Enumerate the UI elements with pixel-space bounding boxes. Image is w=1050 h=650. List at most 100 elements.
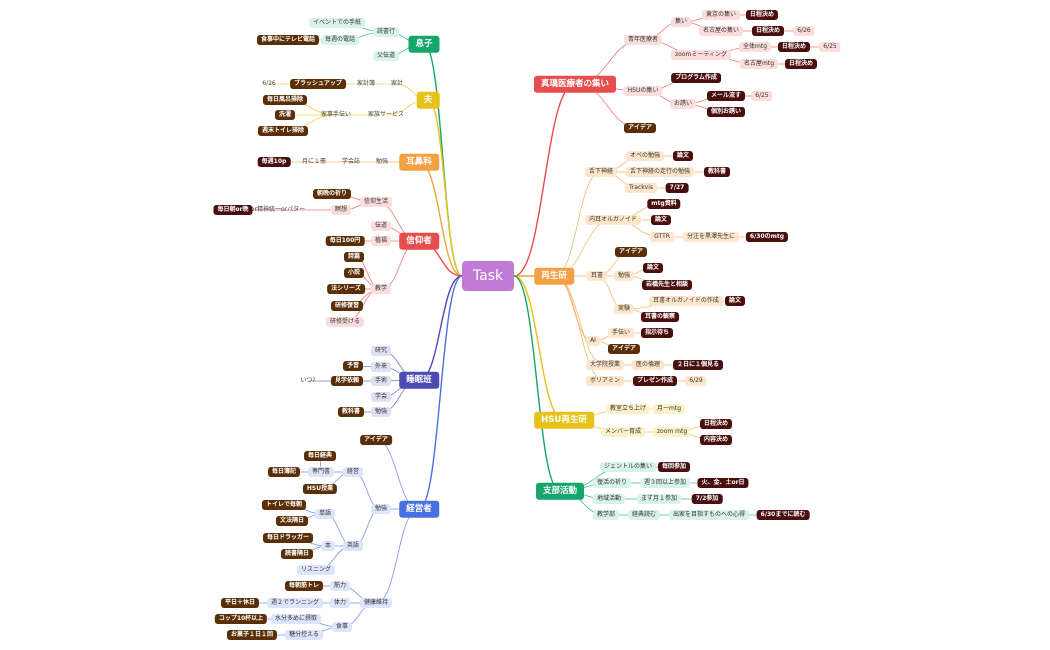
subtopic-e_senmon[interactable]: 専門書 <box>307 467 335 477</box>
subtopic-h_member[interactable]: メンバー育成 <box>600 427 646 437</box>
subtopic-k_yoyaku[interactable]: 予習 <box>342 361 364 371</box>
subtopic-b_shu3[interactable]: 週３回以上参加 <box>639 478 691 488</box>
subtopic-h_nittei[interactable]: 日程決め <box>699 419 733 429</box>
subtopic-a_629[interactable]: 6/29 <box>685 376 707 386</box>
subtopic-o_kaji[interactable]: 家事手伝い <box>320 111 352 118</box>
subtopic-a_ai[interactable]: AI <box>586 336 600 346</box>
subtopic-e_benkyo[interactable]: 勉強 <box>370 504 392 514</box>
subtopic-r_mail[interactable]: メール流す <box>706 91 746 101</box>
subtopic-a_bori[interactable]: ボリアミン <box>585 376 625 386</box>
main-topic-saiseiken[interactable]: 再生研 <box>534 267 574 285</box>
subtopic-j_mai[interactable]: 毎週10p <box>257 157 291 167</box>
subtopic-a_jisho[interactable]: 耳書 <box>586 271 608 281</box>
subtopic-m_chichi[interactable]: 父伝道 <box>372 51 400 61</box>
subtopic-o_furo[interactable]: 毎日風呂掃除 <box>262 95 308 105</box>
subtopic-s_meiso[interactable]: 瞑想 <box>330 205 352 215</box>
subtopic-s_inori[interactable]: 朝晩の祈り <box>312 189 352 199</box>
subtopic-r_625[interactable]: 6/25 <box>819 42 841 52</box>
subtopic-r_sasoi[interactable]: お誘い <box>669 99 697 109</box>
subtopic-e_kinryoku[interactable]: 筋力 <box>329 581 351 591</box>
subtopic-e_maiban[interactable]: 毎日経典 <box>303 451 337 461</box>
subtopic-e_dokusho[interactable]: 読書隔日 <box>280 549 314 559</box>
subtopic-r_nittei4[interactable]: 日程決め <box>784 59 818 69</box>
subtopic-b_fukkatsu[interactable]: 復活の祈り <box>592 478 632 488</box>
main-topic-hsu[interactable]: HSU再生研 <box>534 411 594 429</box>
subtopic-h_naiyo[interactable]: 内容決め <box>699 435 733 445</box>
subtopic-j_tsuki[interactable]: 月に１冊 <box>301 158 327 165</box>
subtopic-b_keiten[interactable]: 経典読む <box>627 510 661 520</box>
subtopic-m_event[interactable]: イベントでの手紙 <box>308 18 366 28</box>
subtopic-e_drag[interactable]: 毎日ドラッガー <box>262 533 314 543</box>
subtopic-e_okashi[interactable]: お菓子１日１回 <box>226 630 278 640</box>
subtopic-e_hsu[interactable]: HSU授業 <box>302 484 338 494</box>
subtopic-a_benkyo[interactable]: 勉強 <box>613 271 635 281</box>
subtopic-s_100[interactable]: 毎日100円 <box>325 236 365 246</box>
subtopic-r_tsudoi[interactable]: 集い <box>670 17 692 27</box>
subtopic-r_nittei2[interactable]: 日程決め <box>751 26 785 36</box>
subtopic-a_idea2[interactable]: アイデア <box>607 344 641 354</box>
subtopic-a_rinri[interactable]: 医の倫理 <box>631 360 665 370</box>
subtopic-e_keiei[interactable]: 経営 <box>342 467 364 477</box>
subtopic-e_nikki[interactable]: 毎日簿記 <box>267 467 301 477</box>
main-topic-shinkyu[interactable]: 真璃医療者の集い <box>533 75 617 93</box>
subtopic-a_kyokasho[interactable]: 教科書 <box>703 167 731 177</box>
subtopic-b_maikai[interactable]: 毎回参加 <box>657 462 691 472</box>
subtopic-j_gakkai[interactable]: 学会誌 <box>341 158 361 165</box>
subtopic-e_toilet[interactable]: トイレで毎朝 <box>261 500 307 510</box>
subtopic-e_kenko[interactable]: 健康維持 <box>359 598 393 608</box>
subtopic-a_ronbun3[interactable]: 論文 <box>642 263 664 273</box>
subtopic-k_shujutsu[interactable]: 手術 <box>370 376 392 386</box>
main-topic-keihan[interactable]: 睡眠班 <box>399 371 439 389</box>
subtopic-e_eigo[interactable]: 英語 <box>342 541 364 551</box>
main-topic-otto[interactable]: 夫 <box>416 91 440 109</box>
subtopic-b_kasui[interactable]: 火、金、土or日 <box>697 478 749 488</box>
subtopic-a_727[interactable]: 7/27 <box>665 183 689 193</box>
subtopic-b_chiiki[interactable]: 地域活動 <box>592 494 626 504</box>
subtopic-r_zoom[interactable]: zoomミーティング <box>671 50 731 60</box>
subtopic-e_bunpo[interactable]: 文法隔日 <box>275 516 309 526</box>
subtopic-h_zoom[interactable]: zoom mtg <box>652 427 692 437</box>
subtopic-b_shuke[interactable]: 出家を目指すものへの心得 <box>668 510 750 520</box>
subtopic-a_koka2[interactable]: 舌下神経の走行の勉強 <box>625 167 695 177</box>
subtopic-a_daigaku[interactable]: 大学院授業 <box>585 360 625 370</box>
subtopic-r_seinen[interactable]: 青年医療者 <box>623 35 663 45</box>
subtopic-a_630[interactable]: 6/30のmtg <box>745 232 789 242</box>
subtopic-a_naiji[interactable]: 内耳オルガノイド <box>585 215 641 225</box>
subtopic-a_2nichi[interactable]: ２日に１個見る <box>672 360 724 370</box>
subtopic-s_seikatsu[interactable]: 信仰生活 <box>359 197 393 207</box>
subtopic-s_kyogaku[interactable]: 教学 <box>370 284 392 294</box>
subtopic-e_idea[interactable]: アイデア <box>360 435 392 445</box>
subtopic-a_tetsudai[interactable]: 手伝い <box>607 328 635 338</box>
subtopic-r_nagoya[interactable]: 名古屋の集い <box>698 26 744 36</box>
subtopic-a_kansatsu[interactable]: 耳書の観察 <box>640 312 680 322</box>
subtopic-r_hsu[interactable]: HSUの集い <box>623 86 663 96</box>
subtopic-e_heijitsu[interactable]: 平日＋休日 <box>220 598 260 608</box>
subtopic-k_kengaku[interactable]: 見学依頼 <box>330 376 364 386</box>
subtopic-b_gentle[interactable]: ジェントルの集い <box>599 462 657 472</box>
subtopic-o_sentaku[interactable]: 洗濯 <box>274 110 296 120</box>
subtopic-a_present[interactable]: プレゼン作成 <box>632 376 678 386</box>
subtopic-a_jikken[interactable]: 実験 <box>613 304 635 314</box>
subtopic-s_kenshu2[interactable]: 研修受ける <box>325 317 365 327</box>
subtopic-a_shiji[interactable]: 指示待ち <box>640 328 674 338</box>
subtopic-r_program[interactable]: プログラム作成 <box>671 73 721 83</box>
subtopic-s_dendo[interactable]: 伝道 <box>370 221 392 231</box>
subtopic-s_mei2[interactable]: 霊or精神統一orパター <box>244 206 306 213</box>
subtopic-r_626[interactable]: 6/26 <box>793 26 815 36</box>
subtopic-h_tsuki[interactable]: 月一mtg <box>652 404 686 414</box>
subtopic-e_suibun[interactable]: 水分多めに摂取 <box>270 614 322 624</box>
subtopic-k_gairai[interactable]: 外来 <box>370 362 392 372</box>
subtopic-s_shokuho[interactable]: 植福 <box>370 236 392 246</box>
main-topic-shibu[interactable]: 支部活動 <box>535 482 585 500</box>
subtopic-j_benkyo[interactable]: 勉強 <box>375 158 389 165</box>
subtopic-s_hoho[interactable]: 法シリーズ <box>327 284 365 294</box>
subtopic-e_tango[interactable]: 単語 <box>314 509 336 519</box>
central-topic[interactable]: Task <box>462 261 514 291</box>
subtopic-r_idea[interactable]: アイデア <box>623 123 657 133</box>
main-topic-musuko[interactable]: 息子 <box>408 35 440 53</box>
subtopic-k_benkyo[interactable]: 勉強 <box>370 407 392 417</box>
subtopic-e_shokuji[interactable]: 食事 <box>331 622 353 632</box>
subtopic-m_maitsuki[interactable]: 毎週の電話 <box>320 35 360 45</box>
subtopic-b_kyogaku[interactable]: 教学部 <box>592 510 620 520</box>
subtopic-r_nagoyamtg[interactable]: 名古屋mtg <box>739 59 779 69</box>
